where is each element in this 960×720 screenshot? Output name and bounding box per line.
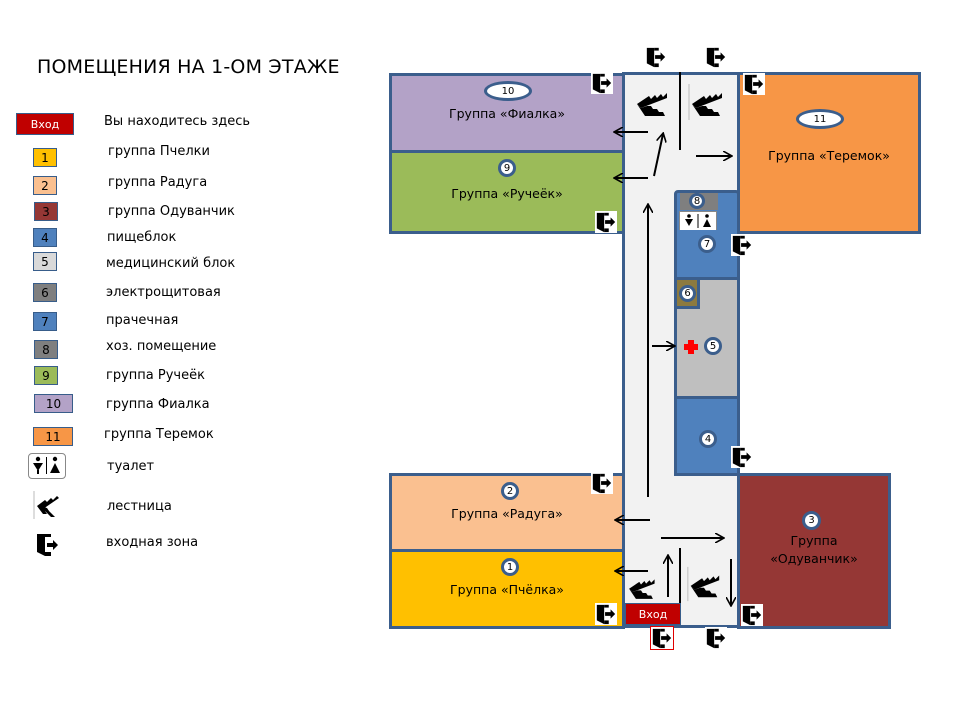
stairs-icon	[688, 84, 722, 120]
room-number-badge: 6	[679, 285, 696, 302]
main-entrance-door-icon[interactable]	[650, 626, 674, 650]
stairs-icon	[637, 93, 667, 116]
room-number-badge: 4	[699, 430, 717, 448]
exit-door-icon	[645, 46, 667, 68]
room-number-badge: 1	[501, 558, 519, 576]
legend-label-toilet: туалет	[107, 459, 155, 474]
page-title: ПОМЕЩЕНИЯ НА 1-ОМ ЭТАЖЕ	[37, 56, 340, 78]
legend-swatch-8: 8	[34, 340, 58, 359]
room-number-badge: 8	[689, 193, 705, 209]
room-number-badge: 3	[802, 511, 821, 530]
room-number-badge: 11	[796, 109, 844, 129]
legend-label-1: группа Пчелки	[108, 144, 210, 159]
room-4-kitchen[interactable]: 4	[674, 396, 740, 476]
room-11-teremok[interactable]: 11 Группа «Теремок»	[737, 72, 921, 234]
room-3-oduvanchik[interactable]: 3 Группа «Одуванчик»	[737, 473, 891, 629]
room-number-badge: 5	[704, 337, 722, 355]
exit-door-icon	[591, 472, 613, 494]
room-label: Группа «Теремок»	[768, 148, 890, 163]
legend-label-11: группа Теремок	[104, 427, 214, 442]
legend-swatch-7: 7	[33, 312, 57, 331]
legend-label-stairs: лестница	[107, 499, 172, 514]
room-number-badge: 7	[698, 235, 716, 253]
exit-door-icon	[705, 46, 727, 68]
legend-swatch-11: 11	[33, 427, 73, 446]
legend-label-2: группа Радуга	[108, 175, 208, 190]
room-label: Группа «Пчёлка»	[450, 582, 564, 597]
room-label-line1: Группа	[790, 533, 838, 548]
room-label: Группа «Радуга»	[451, 506, 563, 521]
entry-you-are-here[interactable]: Вход	[625, 603, 681, 625]
legend-label-8: хоз. помещение	[106, 339, 217, 354]
room-8-utility[interactable]: 8	[674, 190, 740, 236]
legend-label-9: группа Ручеёк	[106, 368, 205, 383]
legend-label-exit: входная зона	[106, 535, 199, 550]
room-10-fialka[interactable]: 10 Группа «Фиалка»	[389, 73, 625, 153]
exit-door-icon	[705, 627, 727, 649]
exit-door-icon	[743, 73, 765, 95]
legend-swatch-3: 3	[34, 202, 58, 221]
room-label: Группа «Фиалка»	[449, 106, 565, 121]
exit-door-icon	[37, 534, 58, 556]
room-label: Группа «Ручеёк»	[451, 186, 563, 201]
exit-door-icon	[595, 211, 617, 233]
legend-swatch-10: 10	[34, 394, 73, 413]
medical-cross-icon	[684, 340, 698, 354]
exit-door-icon	[591, 72, 613, 94]
legend-entry-swatch: Вход	[16, 113, 74, 135]
stairs-icon	[629, 579, 655, 599]
room-9-rucheyok[interactable]: 9 Группа «Ручеёк»	[389, 150, 625, 234]
toilet-icon	[28, 453, 66, 479]
legend-label-5: медицинский блок	[106, 256, 236, 271]
legend-label-3: группа Одуванчик	[108, 204, 235, 219]
exit-door-icon	[731, 234, 753, 256]
room-number-badge: 10	[484, 81, 532, 101]
room-number-badge: 2	[501, 482, 519, 500]
legend-label-6: электрощитовая	[106, 285, 221, 300]
legend-swatch-5: 5	[33, 252, 57, 271]
legend-swatch-9: 9	[34, 366, 58, 385]
arrow-to-stairs-top	[653, 134, 663, 177]
exit-door-icon	[595, 603, 617, 625]
room-1-pchyolka[interactable]: 1 Группа «Пчёлка»	[389, 549, 625, 629]
legend-swatch-6: 6	[33, 283, 57, 302]
legend-entry-label: Вы находитесь здесь	[104, 114, 251, 129]
stairs-icon	[33, 491, 59, 519]
legend-label-10: группа Фиалка	[106, 397, 210, 412]
legend-swatch-2: 2	[33, 176, 57, 195]
legend-swatch-1: 1	[33, 148, 57, 167]
legend-label-7: прачечная	[106, 313, 179, 328]
room-6-electrical[interactable]: 6	[674, 277, 700, 309]
exit-door-icon	[741, 604, 763, 626]
legend-swatch-4: 4	[33, 228, 57, 247]
stairs-icon	[687, 566, 720, 602]
room-number-badge: 9	[498, 159, 516, 177]
exit-door-icon	[731, 446, 753, 468]
room-label-line2: «Одуванчик»	[770, 551, 858, 566]
legend-label-4: пищеблок	[107, 230, 177, 245]
